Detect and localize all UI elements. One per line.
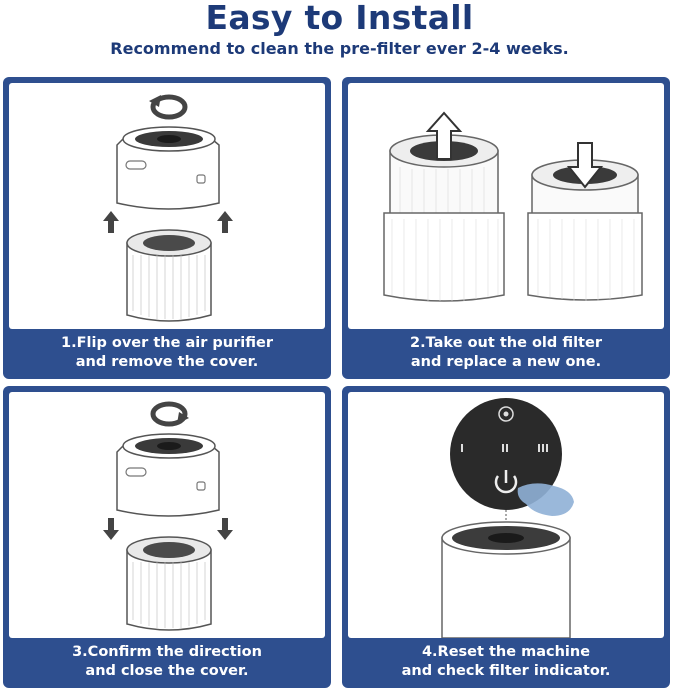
close-cover-illustration [103,401,233,631]
arrow-down-icon [103,518,233,540]
purifier-top-unit [116,126,220,210]
reset-machine-illustration [441,398,574,638]
step-2-illustration [348,83,664,329]
step-3-line-2: and close the cover. [85,663,249,679]
rotate-arrow-icon [150,401,189,427]
power-icon [494,470,518,494]
step-4-line-1: 4.Reset the machine [421,644,591,660]
flip-purifier-illustration [103,94,233,322]
rotate-arrow-icon [149,94,188,120]
step-3-illustration [9,392,325,638]
step-3-caption: 3.Confirm the direction and close the co… [3,640,331,684]
step-4-caption: 4.Reset the machine and check filter ind… [342,640,670,684]
step-panel-3: 3.Confirm the direction and close the co… [3,386,331,688]
arrow-down-icon [566,142,604,189]
step-4-illustration [348,392,664,638]
purifier-top-unit [116,433,220,517]
replace-filter-illustration [383,111,643,302]
step-1-caption: 1.Flip over the air purifier and remove … [3,331,331,375]
arrow-up-icon [103,211,233,233]
step-1-line-1: 1.Flip over the air purifier [61,335,273,351]
purifier-unit [441,510,571,638]
step-panel-4: 4.Reset the machine and check filter ind… [342,386,670,688]
step-2-line-1: 2.Take out the old filter [410,335,602,351]
pointing-hand [517,483,574,516]
step-2-caption: 2.Take out the old filter and replace a … [342,331,670,375]
filter-base [126,536,212,631]
filter-base [126,229,212,322]
control-panel-zoom [450,398,562,510]
step-1-illustration [9,83,325,329]
step-1-line-2: and remove the cover. [75,354,259,370]
step-panel-2: 2.Take out the old filter and replace a … [342,77,670,379]
step-2-line-2: and replace a new one. [410,354,602,370]
page-title: Easy to Install [205,0,474,37]
arrow-up-icon [425,111,463,160]
step-panel-1: 1.Flip over the air purifier and remove … [3,77,331,379]
step-4-line-2: and check filter indicator. [401,663,611,679]
step-3-line-1: 3.Confirm the direction [72,644,262,660]
page-subtitle: Recommend to clean the pre-filter ever 2… [110,39,569,58]
